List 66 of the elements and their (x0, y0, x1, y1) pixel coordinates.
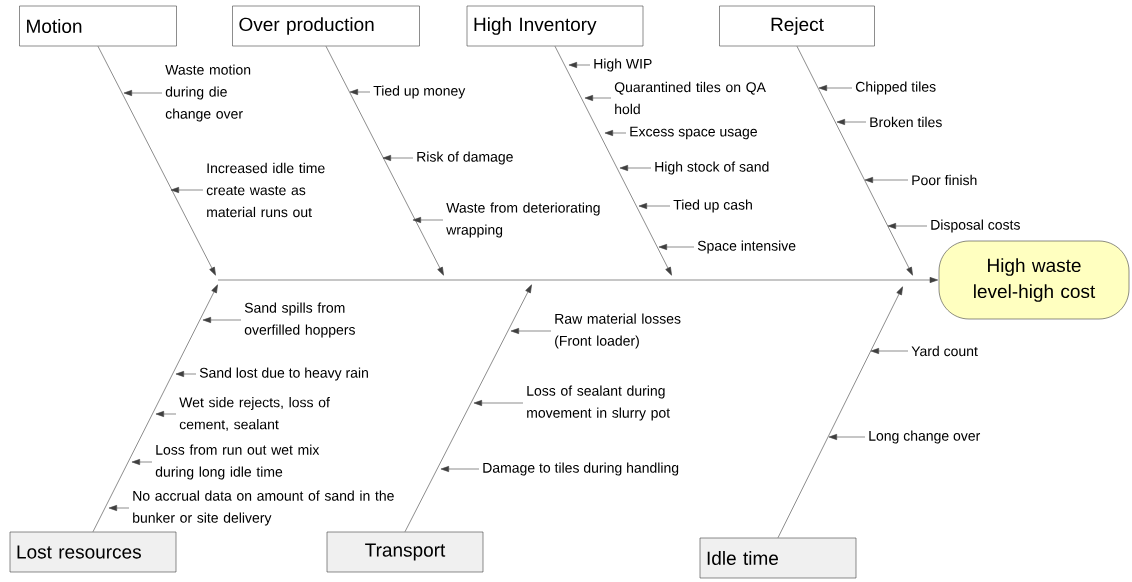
cause-text: Loss from run out wet mix during long idle time (155, 444, 320, 480)
cause-text: Waste motion during die change over (165, 64, 251, 122)
bone-arrow (404, 284, 532, 532)
leader-arrow (658, 244, 695, 250)
leader-arrow (123, 90, 163, 96)
cause-text: High stock of sand (655, 161, 769, 175)
category-box: Over production (232, 5, 420, 47)
category-box: Lost resources (9, 531, 177, 573)
leader-arrow (108, 505, 130, 511)
leader-arrow (836, 119, 867, 125)
category-box: High Inventory (466, 5, 644, 47)
cause-text: Long change over (869, 430, 981, 444)
category-box: Motion (19, 5, 177, 47)
leader-arrow (584, 95, 612, 101)
bone-arrow (325, 46, 444, 276)
effect-box: High waste level-high cost (938, 240, 1130, 320)
cause-text: Poor finish (912, 174, 977, 186)
category-box: Idle time (699, 537, 857, 579)
leader-arrow (568, 62, 591, 68)
cause-text: Damage to tiles during handling (483, 462, 679, 476)
leader-arrow (155, 411, 177, 417)
bone-arrow (777, 286, 903, 538)
cause-text: Increased idle time create waste as material runs out (206, 162, 325, 218)
leader-arrow (175, 371, 197, 377)
leader-arrow (818, 85, 853, 91)
cause-text: Raw material losses (Front loader) (555, 313, 681, 349)
leader-arrow (604, 130, 627, 136)
leader-arrow (473, 400, 524, 406)
cause-text: Space intensive (697, 240, 796, 254)
bone-arrow (554, 46, 672, 276)
cause-text: High WIP (594, 58, 652, 72)
cause-text: Risk of damage (417, 151, 513, 165)
leader-arrow (170, 187, 204, 193)
cause-text: Disposal costs (931, 219, 1020, 233)
cause-text: Yard count (911, 345, 978, 357)
leader-arrow (870, 348, 909, 354)
leader-arrow (828, 434, 866, 440)
bone-arrow (92, 284, 218, 532)
cause-text: Wet side rejects, loss of cement, sealant (179, 397, 330, 431)
cause-text: Quarantined tiles on QA hold (614, 81, 766, 115)
leader-arrow (382, 155, 414, 161)
category-box: Transport (326, 531, 484, 573)
leader-arrow (349, 89, 371, 95)
leader-arrow (638, 203, 671, 209)
cause-text: No accrual data on amount of sand in the bunker or site delivery (133, 490, 394, 526)
bone-arrow (97, 46, 216, 276)
cause-text: Waste from deteriorating wrapping (446, 202, 600, 238)
leader-arrow (202, 317, 242, 323)
cause-text: Sand spills from overfilled hoppers (244, 302, 355, 338)
cause-text: Tied up money (373, 85, 466, 99)
leader-arrow (619, 165, 652, 171)
category-box: Reject (719, 5, 875, 47)
leader-arrow (887, 223, 928, 229)
cause-text: Sand lost due to heavy rain (199, 367, 368, 381)
spine-arrow (217, 277, 939, 283)
leader-arrow (131, 459, 153, 465)
cause-text: Broken tiles (870, 116, 942, 128)
cause-text: Tied up cash (673, 199, 752, 213)
cause-text: Excess space usage (630, 126, 757, 140)
cause-text: Chipped tiles (855, 81, 936, 95)
leader-arrow (440, 466, 480, 472)
leader-arrow (510, 328, 552, 334)
leader-arrow (412, 217, 444, 223)
leader-arrow (864, 177, 909, 183)
bone-arrow (796, 46, 913, 276)
cause-text: Loss of sealant during movement in slurry pot (527, 385, 670, 421)
